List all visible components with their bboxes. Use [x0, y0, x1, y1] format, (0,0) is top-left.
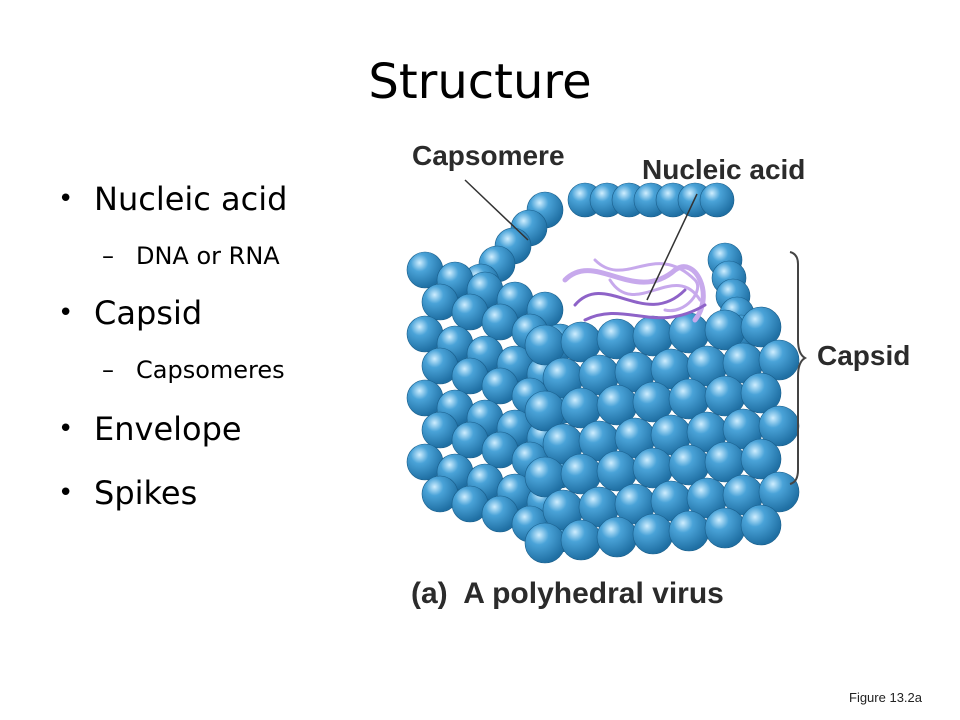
- capsomere-sphere: [632, 513, 674, 555]
- capsomere-sphere: [740, 504, 782, 546]
- polyhedral-virus-illustration: [406, 179, 808, 564]
- capsomere-sphere: [740, 372, 782, 414]
- nucleic-acid-strand: [562, 264, 706, 323]
- nucleic-acid-label: Nucleic acid: [642, 154, 806, 185]
- bullet-item: • Envelope: [58, 410, 242, 448]
- bullet-text: Spikes: [94, 474, 198, 512]
- figure-reference: Figure 13.2a: [849, 690, 922, 705]
- capsomere-label: Capsomere: [412, 140, 565, 171]
- bullet-marker: •: [58, 298, 74, 328]
- bullet-marker: •: [58, 414, 74, 444]
- figure-caption: (a) A polyhedral virus: [411, 576, 724, 611]
- capsomere-sphere: [524, 522, 566, 564]
- bullet-item: • Nucleic acid: [58, 180, 287, 218]
- capsomere-sphere: [699, 182, 735, 218]
- bullet-item: • Spikes: [58, 474, 197, 512]
- capsomere-sphere: [740, 306, 782, 348]
- leader-lines: [464, 179, 698, 301]
- nucleic-acid-strand: [593, 258, 700, 313]
- bullet-item: • Capsid: [58, 294, 202, 332]
- capsomere-sphere: [668, 510, 710, 552]
- sub-bullet-text: DNA or RNA: [136, 242, 280, 270]
- nucleic-acid-strand: [608, 278, 702, 302]
- capsomere-sphere: [758, 471, 800, 513]
- nucleic-acid-strand: [573, 288, 687, 307]
- capsomere-sphere: [758, 339, 800, 381]
- bullet-marker: •: [58, 184, 74, 214]
- virus-figure: Capsomere Nucleic acid Capsid (a) A poly…: [395, 130, 955, 630]
- capsomere-sphere: [596, 516, 638, 558]
- capsomere-sphere: [560, 519, 602, 561]
- sub-bullet-item: –DNA or RNA: [102, 242, 280, 270]
- bullet-text: Capsid: [94, 294, 203, 332]
- sub-bullet-marker: –: [102, 356, 114, 384]
- nucleic-acid-strands: [562, 258, 707, 323]
- capsomere-sphere: [704, 507, 746, 549]
- caption-letter: (a): [411, 577, 448, 610]
- nucleic-acid-strand: [583, 303, 707, 322]
- bullet-text: Nucleic acid: [94, 180, 288, 218]
- bullet-text: Envelope: [94, 410, 242, 448]
- sub-bullet-item: –Capsomeres: [102, 356, 285, 384]
- capsomere-sphere: [740, 438, 782, 480]
- capsid-bracket: [789, 251, 808, 485]
- capsomere-spheres: [406, 182, 800, 564]
- sub-bullet-text: Capsomeres: [136, 356, 285, 384]
- sub-bullet-marker: –: [102, 242, 114, 270]
- caption-text: A polyhedral virus: [463, 577, 724, 610]
- bullet-marker: •: [58, 478, 74, 508]
- slide-title: Structure: [368, 54, 592, 110]
- capsid-label: Capsid: [817, 340, 911, 371]
